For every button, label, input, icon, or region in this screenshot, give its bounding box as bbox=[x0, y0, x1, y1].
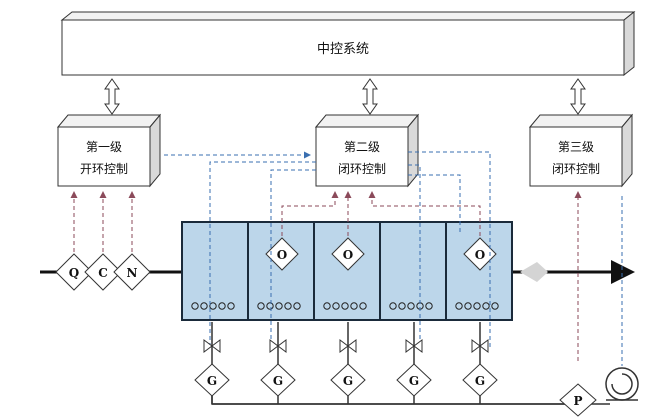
level1-title: 第一级 bbox=[86, 140, 122, 154]
level1-subtitle: 开环控制 bbox=[80, 162, 128, 176]
input-sensor-n: N bbox=[113, 253, 151, 291]
input-sensor-n-label: N bbox=[127, 266, 138, 280]
valve-2-label: G bbox=[273, 374, 283, 388]
input-sensor-q: Q bbox=[55, 253, 93, 291]
oxygen-sensor-1-label: O bbox=[277, 248, 287, 262]
air-header-pipe bbox=[211, 392, 580, 405]
central-control-box: 中控系统 bbox=[60, 10, 636, 77]
level3-box: 第三级 闭环控制 bbox=[528, 113, 634, 188]
level1-box: 第一级 开环控制 bbox=[56, 113, 162, 188]
aerator-group-3 bbox=[323, 302, 367, 310]
blower-icon bbox=[605, 367, 639, 401]
central-level-connectors bbox=[104, 78, 586, 115]
input-sensors: Q C N bbox=[55, 253, 151, 291]
oxygen-sensors: O O O bbox=[265, 237, 497, 271]
pressure-sensor-label: P bbox=[573, 394, 582, 408]
valve-units: G G G G G bbox=[194, 322, 498, 404]
valve-unit-2: G bbox=[260, 322, 296, 404]
valve-1-label: G bbox=[207, 374, 217, 388]
connector-level1 bbox=[104, 78, 120, 115]
level1-feedback-arrows bbox=[70, 191, 136, 252]
input-sensor-c: C bbox=[84, 253, 122, 291]
oxygen-sensor-1: O bbox=[265, 237, 299, 271]
level2-feedback-lines bbox=[281, 191, 582, 236]
level3-subtitle: 闭环控制 bbox=[552, 162, 600, 176]
level3-title: 第三级 bbox=[558, 140, 594, 154]
valve-unit-5: G bbox=[462, 322, 498, 404]
connector-level3 bbox=[570, 78, 586, 115]
aerator-group-2 bbox=[257, 302, 301, 310]
aerator-group-5 bbox=[455, 302, 499, 310]
valve-3-label: G bbox=[343, 374, 353, 388]
reactor-tank bbox=[181, 221, 513, 321]
oxygen-sensor-3: O bbox=[463, 237, 497, 271]
level2-title: 第二级 bbox=[344, 140, 380, 154]
level2-box: 第二级 闭环控制 bbox=[314, 113, 420, 188]
pressure-sensor: P bbox=[559, 383, 597, 417]
connector-level2 bbox=[362, 78, 378, 115]
flow-shadow-diamond bbox=[520, 262, 548, 282]
oxygen-sensor-2: O bbox=[331, 237, 365, 271]
input-sensor-q-label: Q bbox=[69, 266, 79, 280]
aerator-row bbox=[191, 302, 499, 310]
valve-unit-3: G bbox=[330, 322, 366, 404]
central-control-label: 中控系统 bbox=[317, 42, 369, 57]
valve-4-label: G bbox=[409, 374, 419, 388]
level2-subtitle: 闭环控制 bbox=[338, 162, 386, 176]
valve-unit-4: G bbox=[396, 322, 432, 404]
oxygen-sensor-2-label: O bbox=[343, 248, 353, 262]
valve-5-label: G bbox=[475, 374, 485, 388]
control-signal-lines bbox=[164, 151, 623, 366]
aerator-group-1 bbox=[191, 302, 235, 310]
input-sensor-c-label: C bbox=[98, 266, 108, 280]
valve-unit-1: G bbox=[194, 322, 230, 404]
oxygen-sensor-3-label: O bbox=[475, 248, 485, 262]
